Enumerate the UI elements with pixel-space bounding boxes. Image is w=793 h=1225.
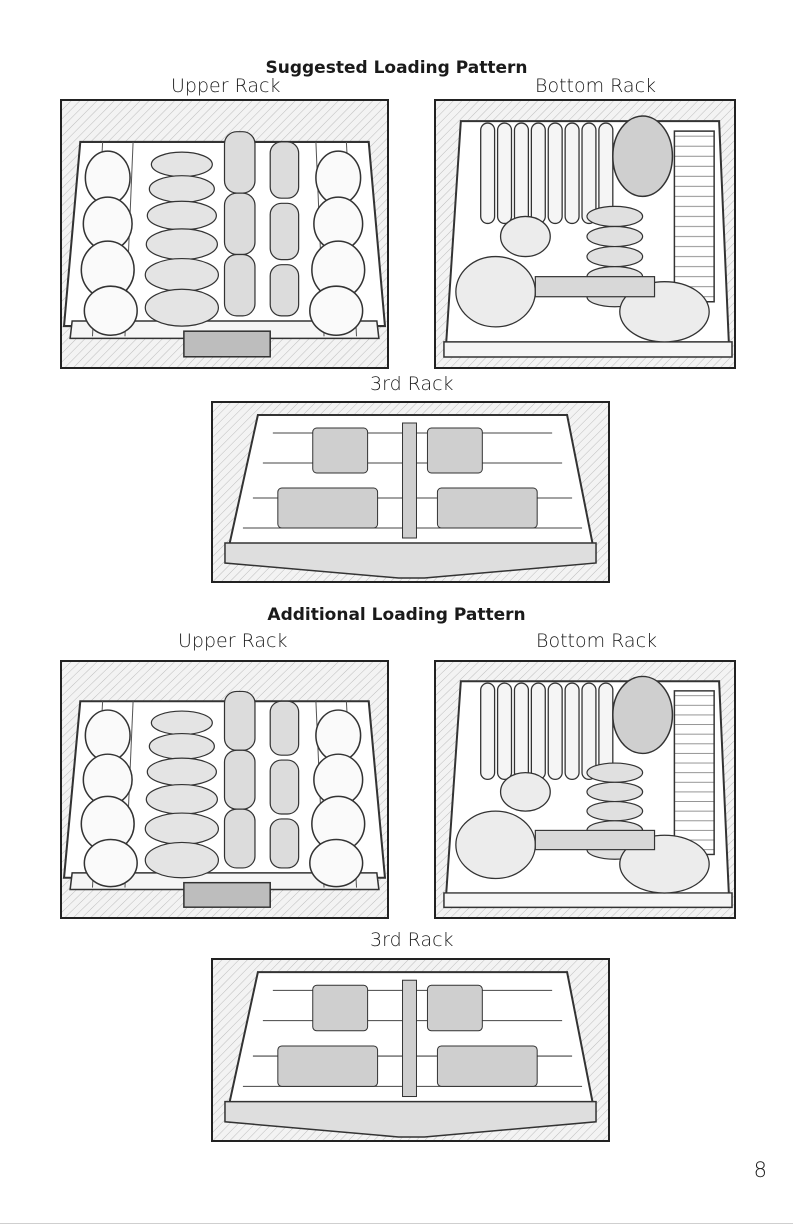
bottom-rack-label: Bottom Rack	[536, 630, 657, 652]
bottom-rack-illustration	[434, 99, 736, 369]
section-heading: Additional Loading Pattern	[0, 605, 793, 625]
third-rack-illustration	[211, 401, 610, 583]
upper-rack-illustration	[60, 99, 389, 369]
upper-rack-illustration	[60, 660, 389, 919]
upper-rack-label: Upper Rack	[171, 75, 280, 97]
third-rack-label: 3rd Rack	[370, 929, 454, 951]
page-number: 8	[754, 1158, 767, 1182]
page-bottom-divider	[0, 1223, 793, 1224]
section-heading: Suggested Loading Pattern	[0, 58, 793, 78]
bottom-rack-label: Bottom Rack	[535, 75, 656, 97]
third-rack-label: 3rd Rack	[370, 373, 454, 395]
third-rack-illustration	[211, 958, 610, 1142]
upper-rack-label: Upper Rack	[178, 630, 287, 652]
bottom-rack-illustration	[434, 660, 736, 919]
